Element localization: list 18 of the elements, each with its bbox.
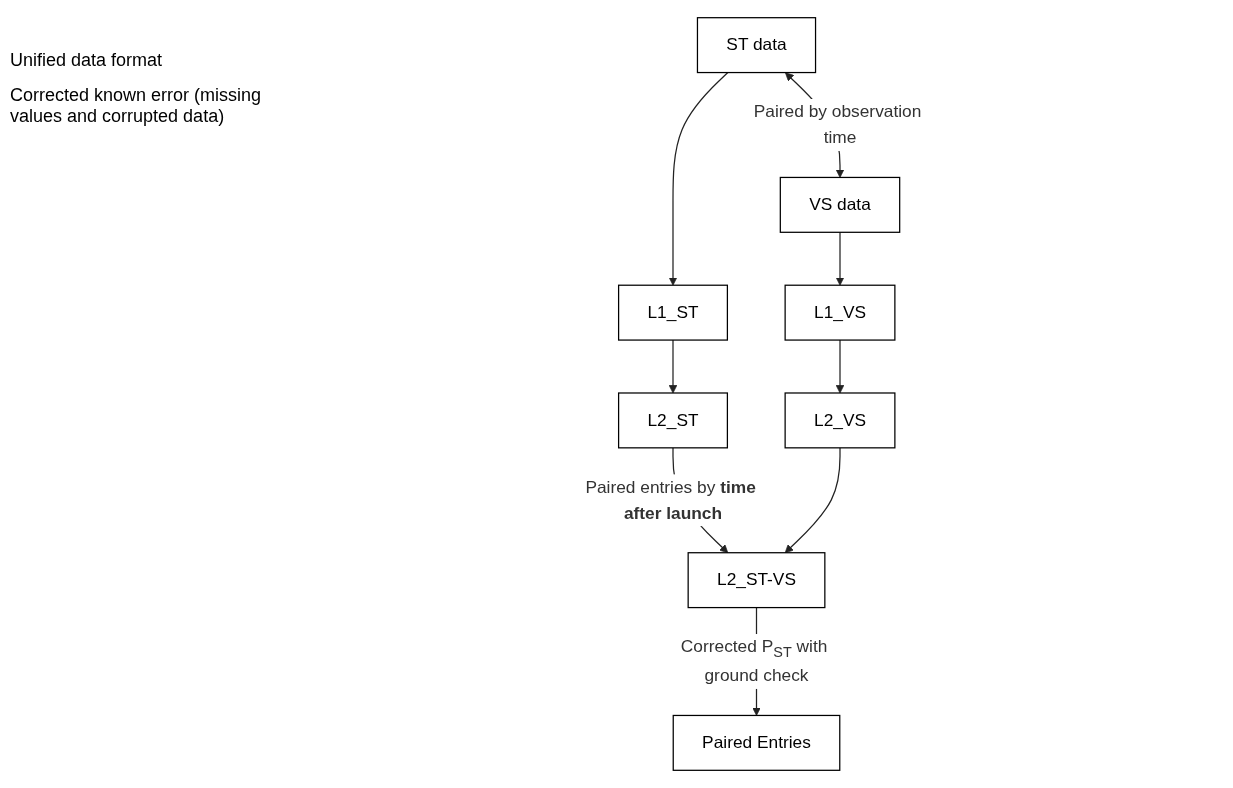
node-box: L2_ST: [618, 392, 728, 449]
node-box: L1_ST: [618, 284, 728, 341]
edge-label: Paired entries by time after launch: [585, 477, 756, 523]
arrow: [835, 339, 845, 394]
node-box: L2_VS: [784, 392, 896, 449]
node-box: L1_VS: [784, 284, 896, 341]
arrow: [784, 447, 841, 554]
note-text: Corrected known error (missing values and corrupted data): [10, 85, 263, 127]
edge-label: Corrected P$_{ST}$ with ground check: [680, 636, 828, 686]
node-box: Paired Entries: [672, 714, 841, 771]
edge-label: Paired by observation time: [753, 101, 922, 148]
node-box: L2_ST-VS: [687, 552, 826, 609]
arrow: [668, 339, 678, 394]
arrow: [668, 71, 729, 286]
arrow: [835, 231, 845, 286]
note-text: Unified data format: [10, 50, 164, 71]
node-box: VS data: [779, 176, 901, 233]
node-box: ST data: [696, 17, 817, 74]
